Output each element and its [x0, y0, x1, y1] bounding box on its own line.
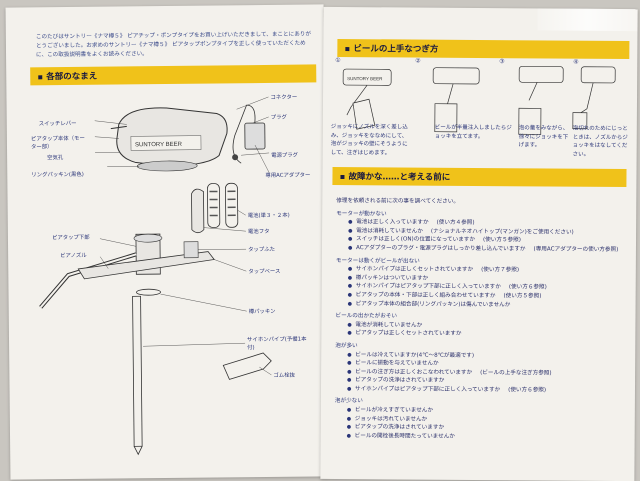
step-4-text: 泡切れのためにじっとときは、ノズルからジョッキをはなしてください。	[572, 125, 628, 158]
label-power-plug: 電源プラグ	[271, 152, 299, 159]
label-ring: リングパッキン(黒色)	[31, 171, 84, 179]
label-nozzle: ビアノズル	[60, 252, 87, 260]
pouring-illustrations: SUNTORY BEER	[342, 65, 616, 135]
label-switch: スイッチレバー	[38, 120, 77, 128]
svg-text:SUNTORY BEER: SUNTORY BEER	[347, 76, 383, 81]
list-item: ピアタップ本体の組合部(リングパッキン)は傷んでいませんか	[336, 300, 626, 311]
label-vent: 空気孔	[47, 155, 64, 162]
label-battery: 電池(単３・２本)	[247, 212, 290, 220]
label-tap-lower: ピアタップ下部	[51, 234, 90, 242]
label-tap-base: タップベース	[248, 268, 281, 276]
label-opener: ゴム栓抜	[273, 372, 296, 379]
trouble-banner: 故障かな……と考える前に	[332, 166, 627, 188]
label-head: ピアタップ本体（モーター部）	[30, 135, 85, 151]
list-item: ACアダプターのプラグ・電源プラグはしっかり差し込んでいますか(専用ACアダプタ…	[336, 244, 626, 255]
banner-square-icon	[340, 174, 345, 179]
parts-diagram: SUNTORY BEER	[39, 96, 272, 456]
label-adapter: 専用ACアダプター	[265, 172, 311, 179]
trouble-banner-text: 故障かな……と考える前に	[348, 172, 451, 183]
label-siphon: サイホンパイプ(予備1本付)	[247, 336, 307, 352]
left-page: このたびはサントリー《ナマ樽５》 ピアチップ・ポンプタイプをお買い上げいただきま…	[5, 4, 329, 480]
list-item: サイホンパイプはピアタップ下部に正しく入っていますか(使い方６参照)	[335, 385, 625, 396]
troubleshooting-list: 修理を依頼される前に次の事を調べてください。 モーターが動かない 電池は正しく入…	[335, 197, 627, 442]
label-battery-cover: 電池フタ	[247, 228, 270, 236]
step-2-text: ビールが半量注入しましたらジョッキを立てます。	[434, 124, 512, 140]
step-3-text: 泡の量をみながら、徐々にジョッキを下げます。	[518, 125, 569, 149]
step-4-number: ④	[573, 58, 579, 66]
step-3-number: ③	[499, 58, 505, 66]
step-2-number: ②	[415, 57, 421, 65]
label-connector: コネクター	[270, 94, 298, 101]
step-1-text: ジョッキにノズルを深く差し込み、ジョッキをななめにして、泡がジョッキの壁にそうよ…	[330, 123, 408, 156]
trouble-intro: 修理を依頼される前に次の事を調べてください。	[336, 198, 459, 205]
head-brand: SUNTORY BEER	[135, 142, 183, 148]
label-tap-lid: タップふた	[248, 246, 276, 254]
step-1-number: ①	[335, 56, 341, 65]
label-plug: プラグ	[270, 114, 287, 121]
label-gasket: 樽パッキン	[248, 308, 276, 316]
right-page: ビールの上手なつぎ方 SUNTORY BEER ① ② ③ ④ ジョッキにノズル…	[320, 6, 638, 481]
list-item: ピアタップは正しくセットされていますか	[335, 329, 625, 340]
list-item: ビールの開栓後長時間たっていませんか	[335, 432, 625, 443]
